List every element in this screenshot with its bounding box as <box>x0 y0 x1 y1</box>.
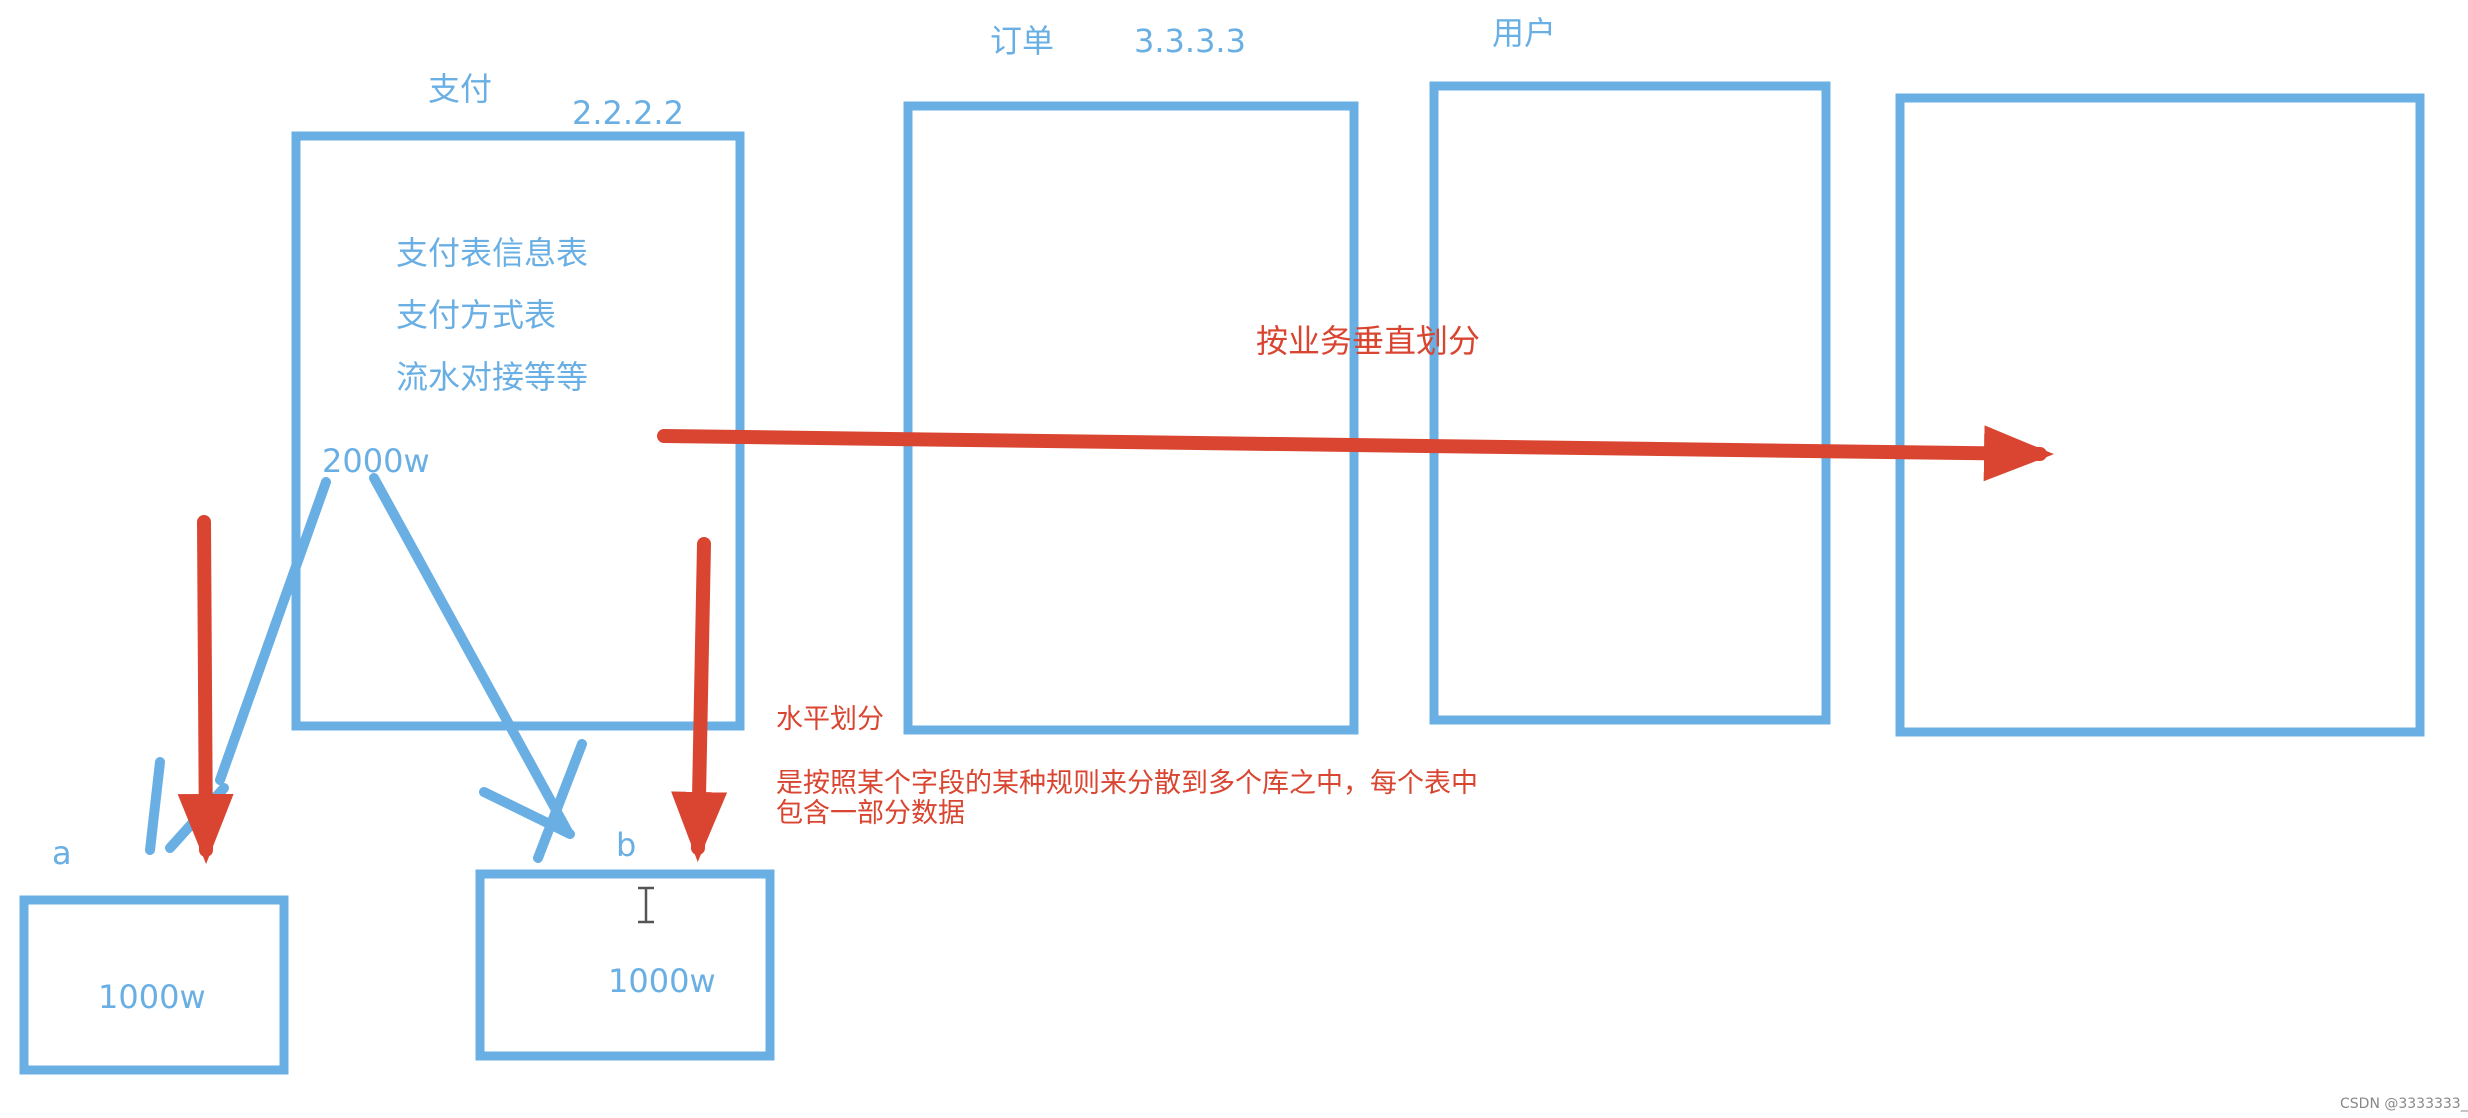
watermark: CSDN @3333333_ <box>2340 1096 2468 1112</box>
user-title: 用户 <box>1492 14 1556 52</box>
split-stroke-right <box>369 473 573 837</box>
arrow-tip-b-stroke-1 <box>479 787 575 839</box>
split-stroke-left <box>215 477 331 785</box>
payment-title: 支付 <box>428 70 492 108</box>
shard-a-arrow <box>177 515 234 864</box>
horizontal-split-desc-2: 包含一部分数据 <box>776 798 965 829</box>
shard-b-label: b <box>616 826 636 864</box>
arrow-tip-b-stroke-2 <box>533 739 587 863</box>
shard-b-box <box>475 869 775 1061</box>
arrow-tip-a-stroke-1 <box>145 757 165 855</box>
user-db-box <box>1429 81 1831 725</box>
shard-b-count: 1000w <box>608 962 716 1000</box>
order-ip: 3.3.3.3 <box>1134 22 1246 60</box>
shard-a-label: a <box>52 834 72 872</box>
shard-b-arrow <box>671 537 728 862</box>
vertical-split-arrow <box>657 425 2054 482</box>
horizontal-split-title: 水平划分 <box>776 704 884 735</box>
payment-table-1: 支付表信息表 <box>396 234 588 272</box>
arrow-tip-a-stroke-2 <box>165 783 229 853</box>
vertical-split-label: 按业务垂直划分 <box>1256 322 1480 360</box>
payment-table-2: 支付方式表 <box>396 296 556 334</box>
horizontal-split-desc-1: 是按照某个字段的某种规则来分散到多个库之中，每个表中 <box>776 768 1478 799</box>
extra-db-box <box>1895 93 2425 737</box>
text-cursor-icon <box>638 886 654 924</box>
payment-table-3: 流水对接等等 <box>396 358 588 396</box>
order-db-box <box>903 101 1359 735</box>
payment-ip: 2.2.2.2 <box>572 94 684 132</box>
order-title: 订单 <box>990 22 1054 60</box>
shard-a-count: 1000w <box>98 978 206 1016</box>
shard-a-box <box>19 895 289 1075</box>
payment-count: 2000w <box>322 442 430 480</box>
